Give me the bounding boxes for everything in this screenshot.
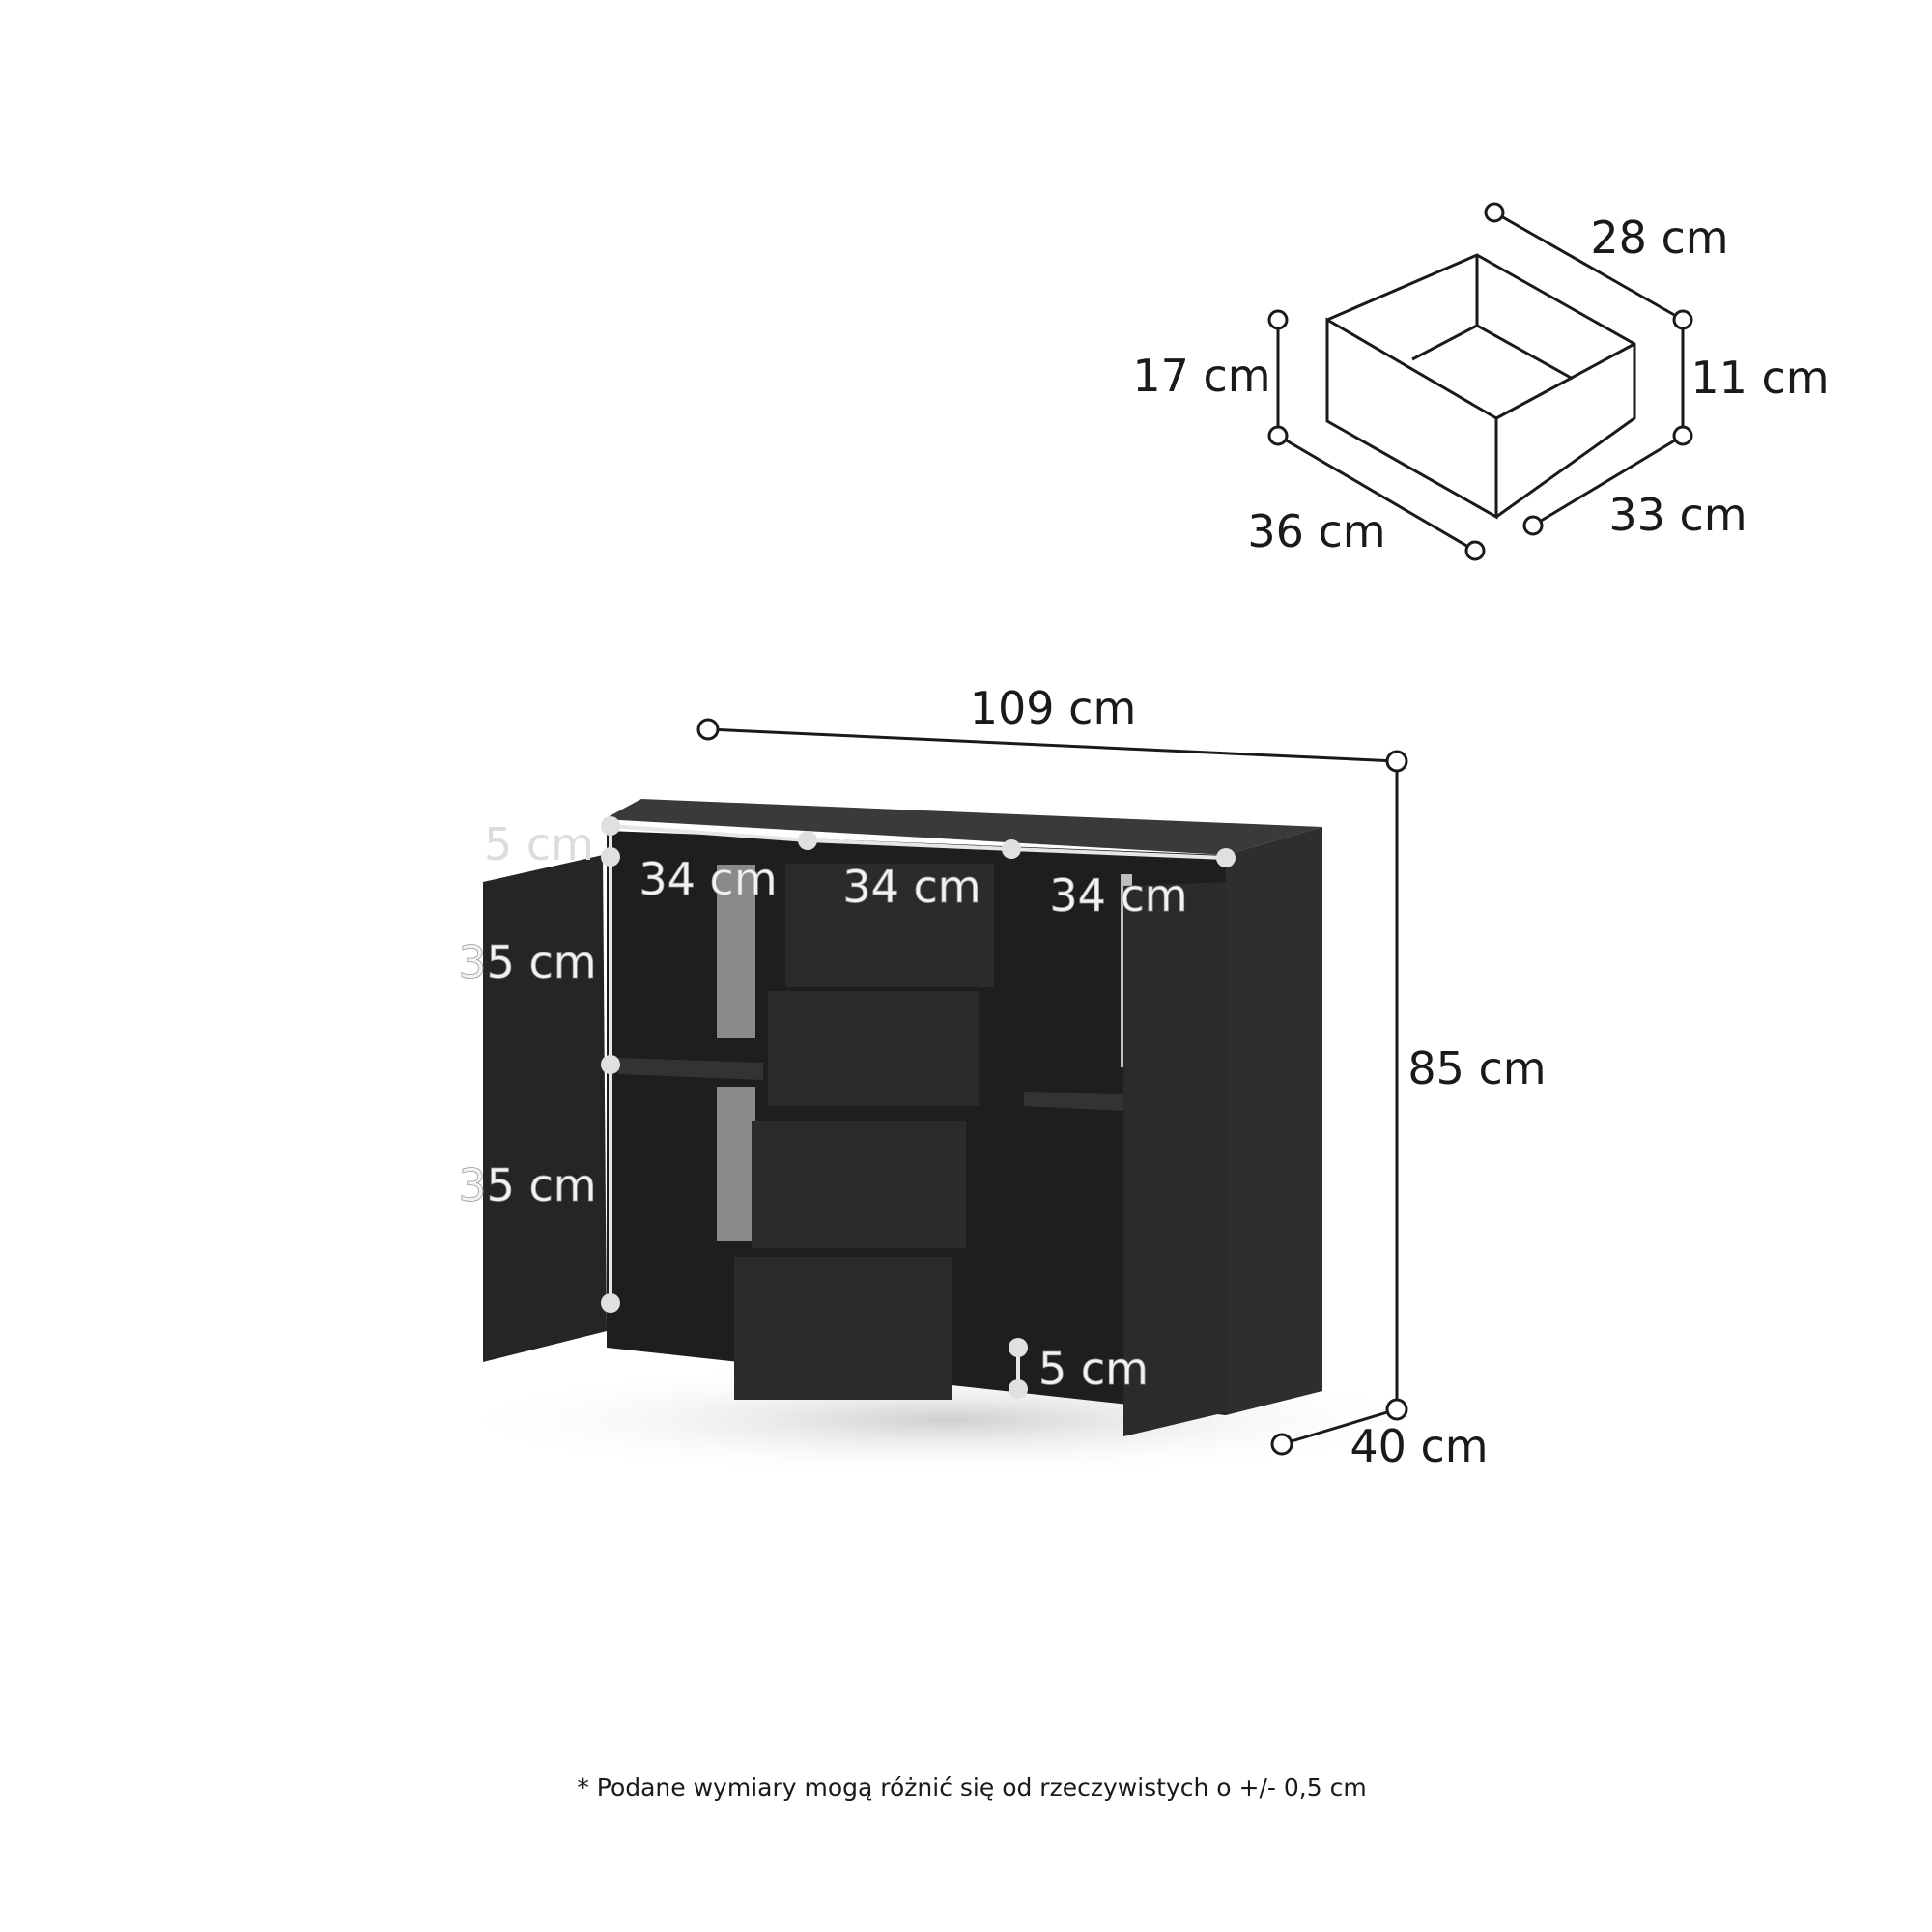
cabinet-side (1226, 827, 1322, 1415)
back-light-gap (717, 865, 755, 1038)
drawer-1 (785, 864, 994, 987)
cabinet-height-label: 85 cm (1407, 1042, 1546, 1094)
drawer-box-outline (1325, 253, 1636, 520)
compartment-width-label-2: 34 cm (842, 861, 980, 913)
drawer-depth-top-label: 28 cm (1590, 212, 1728, 264)
outer-dimension-lines (696, 718, 1408, 1456)
compartment-width-label-1: 34 cm (639, 853, 777, 905)
tolerance-footnote: * Podane wymiary mogą różnić się od rzec… (577, 1774, 1366, 1802)
drawer-dimension-lines (1267, 202, 1693, 561)
cabinet-depth-label: 40 cm (1350, 1420, 1488, 1472)
drawer-outer-depth-label: 36 cm (1247, 505, 1385, 557)
drawer-4 (734, 1257, 952, 1400)
drawer-3 (752, 1121, 966, 1248)
left-shelf (618, 1058, 763, 1080)
shelf-height-label-lower: 35 cm (458, 1159, 596, 1211)
drawer-back-height-label: 11 cm (1690, 352, 1829, 404)
right-shelf (1024, 1092, 1123, 1111)
drawer-diagram: 28 cm 17 cm 11 cm 36 cm 33 cm (1132, 202, 1830, 561)
cabinet-top (604, 799, 1322, 855)
left-door (483, 855, 607, 1362)
shelf-height-label-upper: 35 cm (458, 936, 596, 988)
back-light-gap (717, 1087, 755, 1241)
drawer-width-label: 33 cm (1608, 489, 1747, 541)
compartment-width-label-3: 34 cm (1049, 869, 1187, 922)
cabinet-render (444, 799, 1449, 1478)
top-thickness-label: 5 cm (484, 818, 594, 870)
drawer-2 (768, 991, 979, 1106)
inner-dimension-lines (601, 816, 1236, 1399)
cabinet-width-label: 109 cm (970, 682, 1137, 734)
plinth-height-label: 5 cm (1038, 1343, 1149, 1395)
right-door (1123, 882, 1226, 1436)
drawer-front-height-label: 17 cm (1132, 350, 1270, 402)
